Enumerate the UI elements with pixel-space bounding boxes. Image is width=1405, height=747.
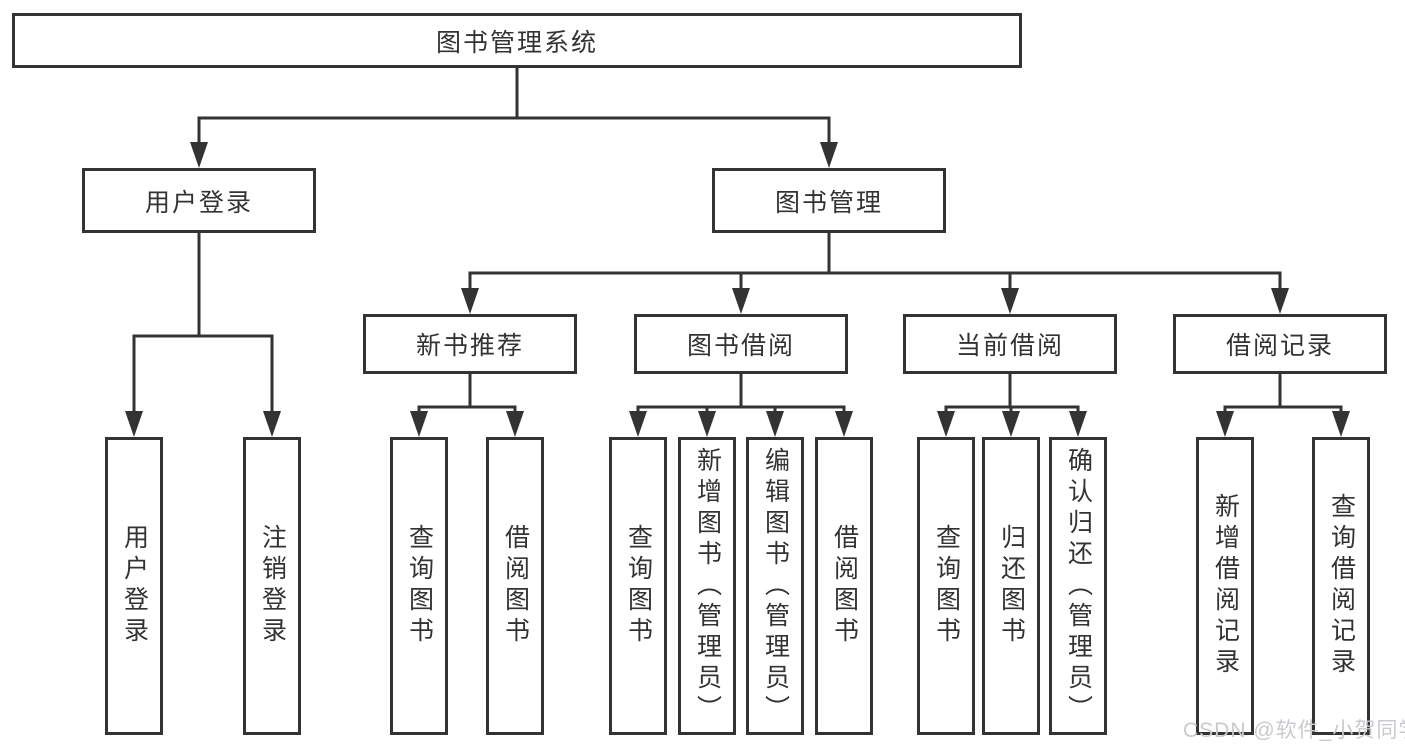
leaf-borrow-books-2: 借阅图书 (815, 437, 873, 735)
node-borrowing-records: 借阅记录 (1173, 314, 1387, 374)
node-user-login-branch: 用户登录 (82, 168, 316, 233)
leaf-query-books-recommend-label: 查询图书 (405, 524, 434, 648)
leaf-query-books-current-label: 查询图书 (932, 524, 961, 648)
leaf-user-login: 用户登录 (105, 437, 163, 735)
leaf-confirm-return-admin-label: 确认归还（管理员） (1064, 446, 1093, 726)
leaf-return-books: 归还图书 (982, 437, 1040, 735)
leaf-query-borrow-record: 查询借阅记录 (1312, 437, 1370, 735)
node-current-borrowing: 当前借阅 (903, 314, 1117, 374)
leaf-add-book-admin-label: 新增图书（管理员） (693, 446, 722, 726)
leaf-borrow-books-2-label: 借阅图书 (830, 524, 859, 648)
node-new-book-recommendation: 新书推荐 (363, 314, 577, 374)
node-book-management-branch: 图书管理 (712, 168, 946, 233)
leaf-query-books-recommend: 查询图书 (390, 437, 448, 735)
leaf-edit-book-admin: 编辑图书（管理员） (746, 437, 804, 735)
node-book-borrowing: 图书借阅 (634, 314, 848, 374)
node-library-management-system: 图书管理系统 (12, 13, 1022, 68)
leaf-add-borrow-record: 新增借阅记录 (1196, 437, 1254, 735)
csdn-watermark: CSDN @软件_小贺同学 (1183, 719, 1405, 742)
leaf-query-books-borrowing-label: 查询图书 (624, 524, 653, 648)
leaf-query-books-borrowing: 查询图书 (609, 437, 667, 735)
leaf-logout: 注销登录 (243, 437, 301, 735)
leaf-logout-label: 注销登录 (258, 524, 287, 648)
leaf-borrow-books-recommend: 借阅图书 (486, 437, 544, 735)
leaf-user-login-label: 用户登录 (120, 524, 149, 648)
leaf-edit-book-admin-label: 编辑图书（管理员） (761, 446, 790, 726)
leaf-add-book-admin: 新增图书（管理员） (678, 437, 736, 735)
leaf-confirm-return-admin: 确认归还（管理员） (1049, 437, 1107, 735)
leaf-borrow-books-recommend-label: 借阅图书 (501, 524, 530, 648)
leaf-query-borrow-record-label: 查询借阅记录 (1327, 493, 1356, 679)
leaf-add-borrow-record-label: 新增借阅记录 (1211, 493, 1240, 679)
leaf-return-books-label: 归还图书 (997, 524, 1026, 648)
leaf-query-books-current: 查询图书 (917, 437, 975, 735)
